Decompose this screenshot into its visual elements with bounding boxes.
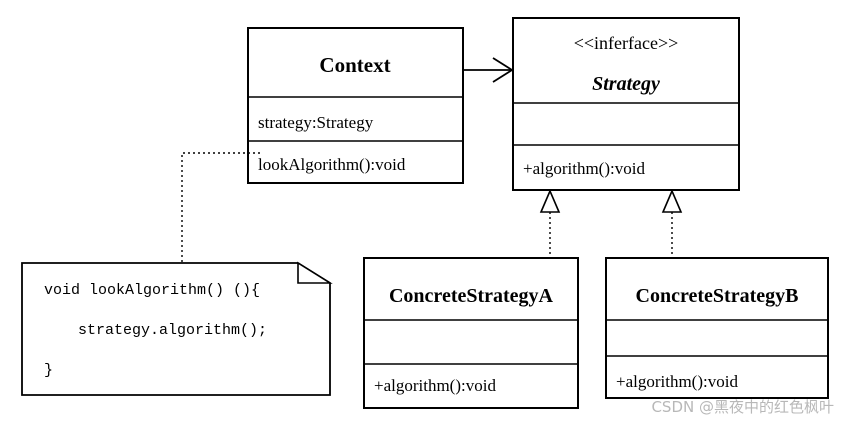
concrete-strategy-a-class: ConcreteStrategyA +algorithm():void [363,257,579,409]
context-operation: lookAlgorithm():void [258,155,406,174]
concrete-strategy-b-operation: +algorithm():void [616,372,738,391]
context-class: Context strategy:Strategy lookAlgorithm(… [247,27,464,184]
strategy-operation: +algorithm():void [523,159,645,178]
csdn-watermark: CSDN @黑夜中的红色枫叶 [651,398,834,416]
concrete-strategy-b-name: ConcreteStrategyB [636,285,799,307]
realization-a [539,188,561,257]
note-line-2: strategy.algorithm(); [78,322,267,339]
note-line-1: void lookAlgorithm() (){ [44,282,260,299]
realization-b [661,188,683,257]
note-box [21,262,331,396]
strategy-interface: <<inferface>> Strategy +algorithm():void [512,17,740,191]
note-fold [297,261,333,284]
realization-b-triangle [661,188,683,213]
realization-a-triangle [539,188,561,213]
association-arrow [463,57,514,83]
note-line-3: } [44,362,53,379]
strategy-interface-box [512,17,740,191]
context-class-box [247,27,464,184]
strategy-interface-name: Strategy [592,73,660,95]
concrete-strategy-b-class: ConcreteStrategyB +algorithm():void [605,257,829,399]
context-class-name: Context [319,53,390,77]
context-attribute: strategy:Strategy [258,113,374,132]
strategy-stereotype: <<inferface>> [574,33,679,53]
concrete-strategy-a-operation: +algorithm():void [374,376,496,395]
note-connector [181,152,260,262]
concrete-strategy-a-name: ConcreteStrategyA [389,285,554,307]
code-note: void lookAlgorithm() (){ strategy.algori… [21,261,333,396]
concrete-strategy-b-box [605,257,829,399]
concrete-strategy-a-box [363,257,579,409]
